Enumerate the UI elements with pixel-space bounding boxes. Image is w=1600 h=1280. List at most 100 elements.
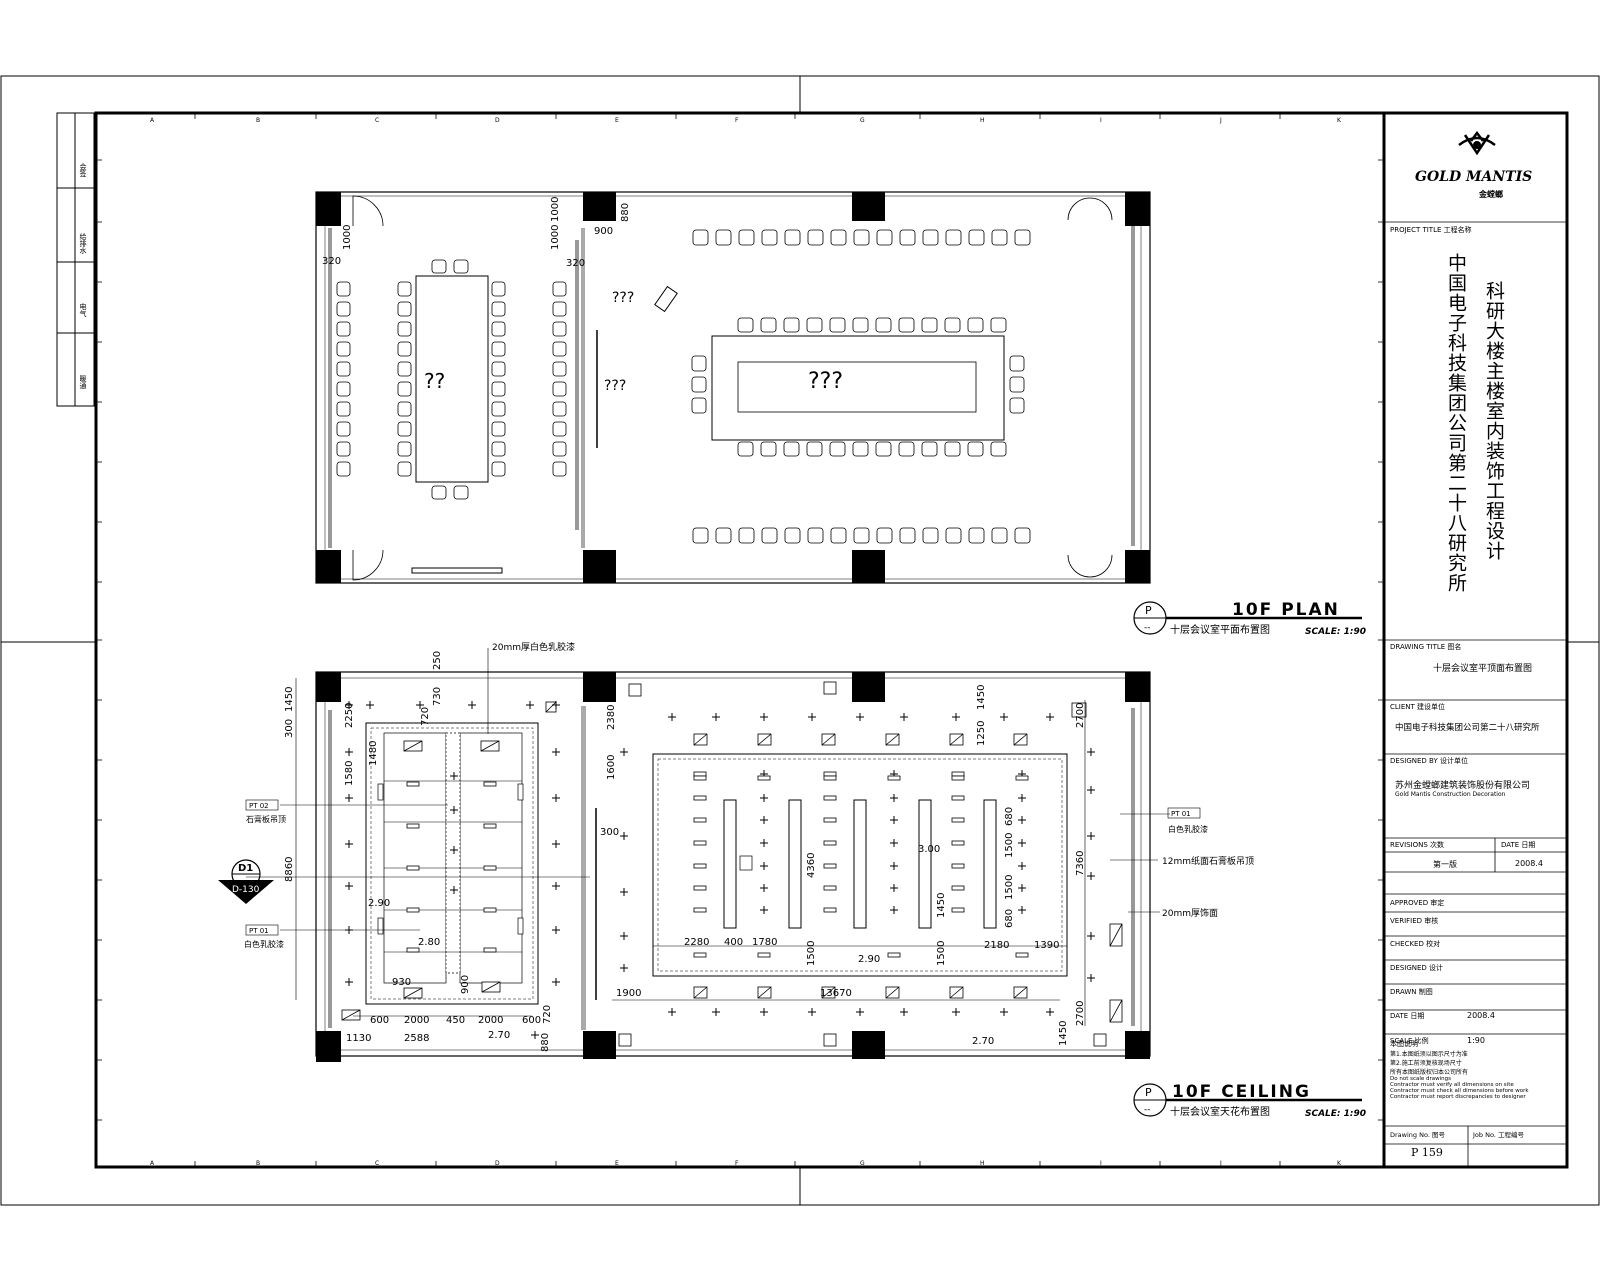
plan-title: 10F PLAN [1232,600,1340,620]
column [1125,672,1150,702]
chair [491,421,506,437]
ceiling-dim: 1600 [606,755,617,780]
ceiling-dim: 600 [370,1015,389,1026]
chair [397,461,412,477]
chair [397,401,412,417]
column [316,192,341,226]
grid-letter-top: C [375,117,379,124]
grid-letter-top: I [1100,117,1102,124]
note-line: 第2.施工前须复核现场尺寸 [1390,1060,1462,1067]
chair [397,321,412,337]
column [316,550,341,583]
air-grille [341,1009,361,1021]
callout-label: 20mm厚白色乳胶漆 [492,641,575,653]
chair [737,441,754,457]
sheet-outer-border [0,75,1600,1206]
linear-light [693,775,707,781]
grid-letter-top: G [860,117,865,124]
left-strip-labels: 会签 给排水 电气 暖通 [76,113,94,406]
note-line: Contractor must report discrepancies to … [1390,1094,1526,1100]
grid-letter-bottom: B [256,1160,260,1167]
air-grille [949,986,964,999]
ceiling-dim: 1250 [976,721,987,746]
grid-letter-bottom: E [615,1160,619,1167]
ceiling-panel-left [365,722,539,1005]
ceiling-dim: 1900 [616,988,641,999]
ceiling-dim: 2588 [404,1033,429,1044]
chair [852,441,869,457]
air-grille [693,986,708,999]
chair [552,321,567,337]
ceiling-dim: 7360 [1075,851,1086,876]
ceiling-dim: 720 [542,1005,553,1024]
grid-letter-bottom: F [735,1160,739,1167]
ceiling-dim: 730 [432,687,443,706]
linear-light [951,795,965,801]
linear-light [823,863,837,869]
linear-light [693,840,707,846]
ceiling-dim: 900 [460,975,471,994]
chair [691,376,707,393]
drawing-no: P 159 [1411,1146,1443,1159]
ceiling-dim: 2700 [1075,1001,1086,1026]
material-tag: PT 02 [249,802,269,810]
column [583,1031,616,1059]
chair [491,381,506,397]
air-grille [403,740,423,752]
meeting-table-small [415,275,489,483]
drawing-frame [94,111,1386,1169]
air-grille [403,987,423,999]
linear-light [693,907,707,913]
chair [715,527,732,544]
linear-light [951,771,965,777]
ceiling-tag-letter: P [1145,1086,1152,1099]
vent [628,683,642,697]
linear-light [406,865,420,871]
job-no-label: Job No. 工程编号 [1473,1131,1524,1139]
chair [830,229,847,246]
designed-label: DESIGNED 设计 [1390,964,1444,972]
linear-light [887,952,901,958]
chair [1014,229,1031,246]
linear-light [951,817,965,823]
column [316,1031,341,1062]
ceiling-dim: 1500 [1004,875,1015,900]
callout-label: 20mm厚饰面 [1162,907,1218,919]
chair [397,301,412,317]
ceiling-dim: 1780 [752,937,777,948]
drawing-title-label: DRAWING TITLE 图名 [1390,643,1462,651]
chair [491,401,506,417]
linear-light [1015,775,1029,781]
chair [898,441,915,457]
air-grille [545,701,557,713]
chair [552,441,567,457]
ceiling-dim: 300 [600,827,619,838]
chair [336,401,351,417]
ceiling-tag-sub: -- [1144,1105,1151,1115]
ceiling-dim: 720 [420,707,431,726]
linear-light [823,775,837,781]
linear-light [693,863,707,869]
chair [336,421,351,437]
grid-letter-top: D [495,117,500,124]
plan-side-label-2: ??? [604,378,626,394]
chair [783,441,800,457]
linear-light [951,840,965,846]
ceiling-dim: 2.70 [972,1036,994,1047]
column [1125,550,1150,583]
ceiling-dim: 2.90 [368,898,390,909]
material-tag: PT 01 [1171,810,1191,818]
chair [761,229,778,246]
scale-label: SCALE 比例 [1390,1037,1429,1045]
chair [967,317,984,333]
ceiling-dim: 2700 [1075,703,1086,728]
plan-dim: 1000 [550,225,561,250]
chair [806,441,823,457]
chair [876,229,893,246]
chair [852,317,869,333]
chair [336,441,351,457]
chair [491,281,506,297]
column [852,1031,885,1059]
chair [552,341,567,357]
ceiling-dim: 8860 [284,857,295,882]
